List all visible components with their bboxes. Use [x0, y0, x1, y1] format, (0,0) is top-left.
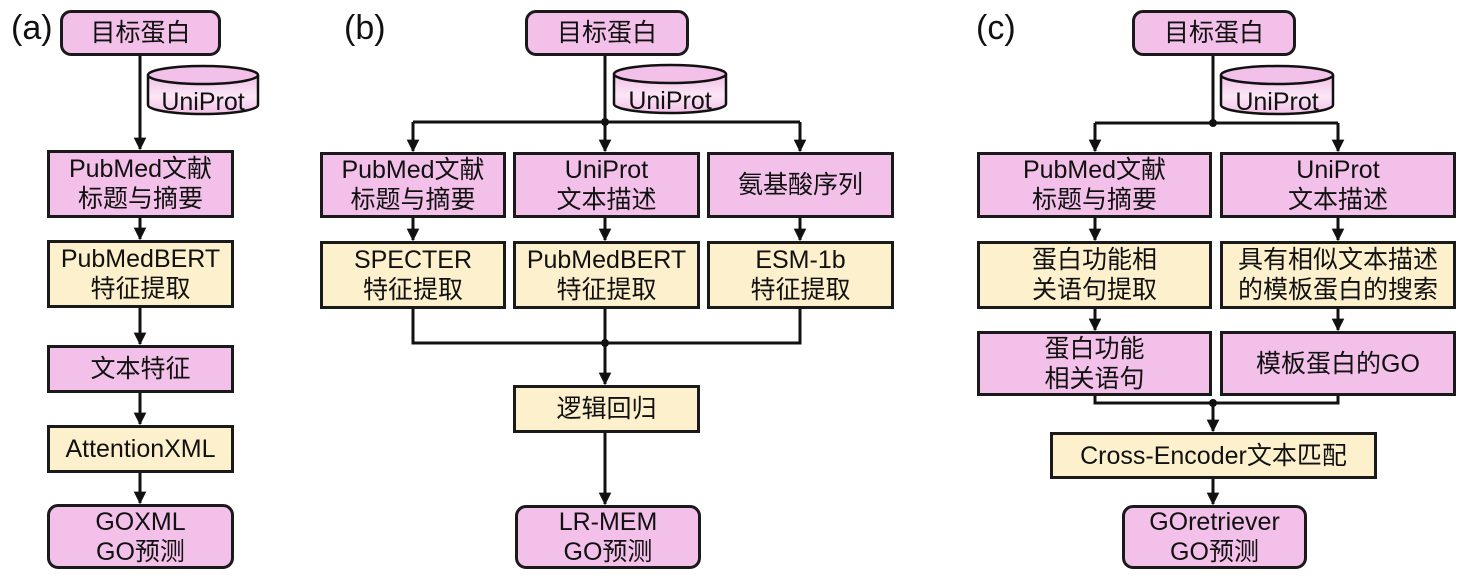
database-a: UniProt	[148, 70, 258, 116]
uniprot-text-node-c: UniProt 文本描述	[1220, 152, 1456, 218]
lr-mem-output-node: LR-MEM GO预测	[515, 505, 701, 569]
function-sentences-node: 蛋白功能 相关语句	[977, 331, 1212, 396]
junction-dot-c-merge	[1209, 399, 1217, 407]
pubmedbert-node-a: PubMedBERT 特征提取	[47, 240, 234, 308]
target-protein-node-b: 目标蛋白	[525, 10, 689, 56]
goretriever-output-node: GOretriever GO预测	[1122, 505, 1307, 569]
database-label: UniProt	[628, 87, 712, 115]
attentionxml-node-a: AttentionXML	[47, 425, 234, 473]
text-feature-node-a: 文本特征	[47, 345, 234, 393]
database-icon-c	[1219, 64, 1335, 116]
database-label: UniProt	[1235, 88, 1319, 116]
database-b: UniProt	[614, 69, 726, 115]
pubmedbert-node-b: PubMedBERT 特征提取	[513, 241, 700, 309]
template-go-node: 模板蛋白的GO	[1220, 331, 1456, 396]
sentence-extraction-node: 蛋白功能相 关语句提取	[977, 241, 1212, 309]
sequence-node-b: 氨基酸序列	[707, 152, 894, 218]
target-protein-node-c: 目标蛋白	[1132, 10, 1296, 56]
panel-label-a: (a)	[11, 9, 53, 47]
panel-label-b: (b)	[344, 9, 386, 47]
esm-node-b: ESM-1b 特征提取	[707, 241, 894, 309]
panel-label-c: (c)	[976, 9, 1016, 47]
database-c: UniProt	[1221, 70, 1333, 116]
specter-node-b: SPECTER 特征提取	[320, 241, 506, 309]
pubmed-node-b: PubMed文献 标题与摘要	[320, 152, 506, 218]
junction-dot-c-top	[1209, 119, 1217, 127]
junction-dot-b-merge	[601, 339, 609, 347]
database-icon-a	[146, 64, 260, 116]
uniprot-text-node-b: UniProt 文本描述	[513, 152, 700, 218]
database-icon-b	[612, 63, 728, 115]
pubmed-node-c: PubMed文献 标题与摘要	[977, 152, 1212, 218]
target-protein-node-a: 目标蛋白	[60, 10, 221, 56]
pubmed-node-a: PubMed文献 标题与摘要	[47, 150, 234, 218]
template-search-node: 具有相似文本描述 的模板蛋白的搜索	[1220, 241, 1456, 309]
cross-encoder-node: Cross-Encoder文本匹配	[1050, 432, 1377, 479]
database-label: UniProt	[161, 88, 245, 116]
goxml-output-node: GOXML GO预测	[47, 504, 234, 569]
logistic-regression-node: 逻辑回归	[513, 385, 700, 433]
junction-dot-b-top	[601, 118, 609, 126]
